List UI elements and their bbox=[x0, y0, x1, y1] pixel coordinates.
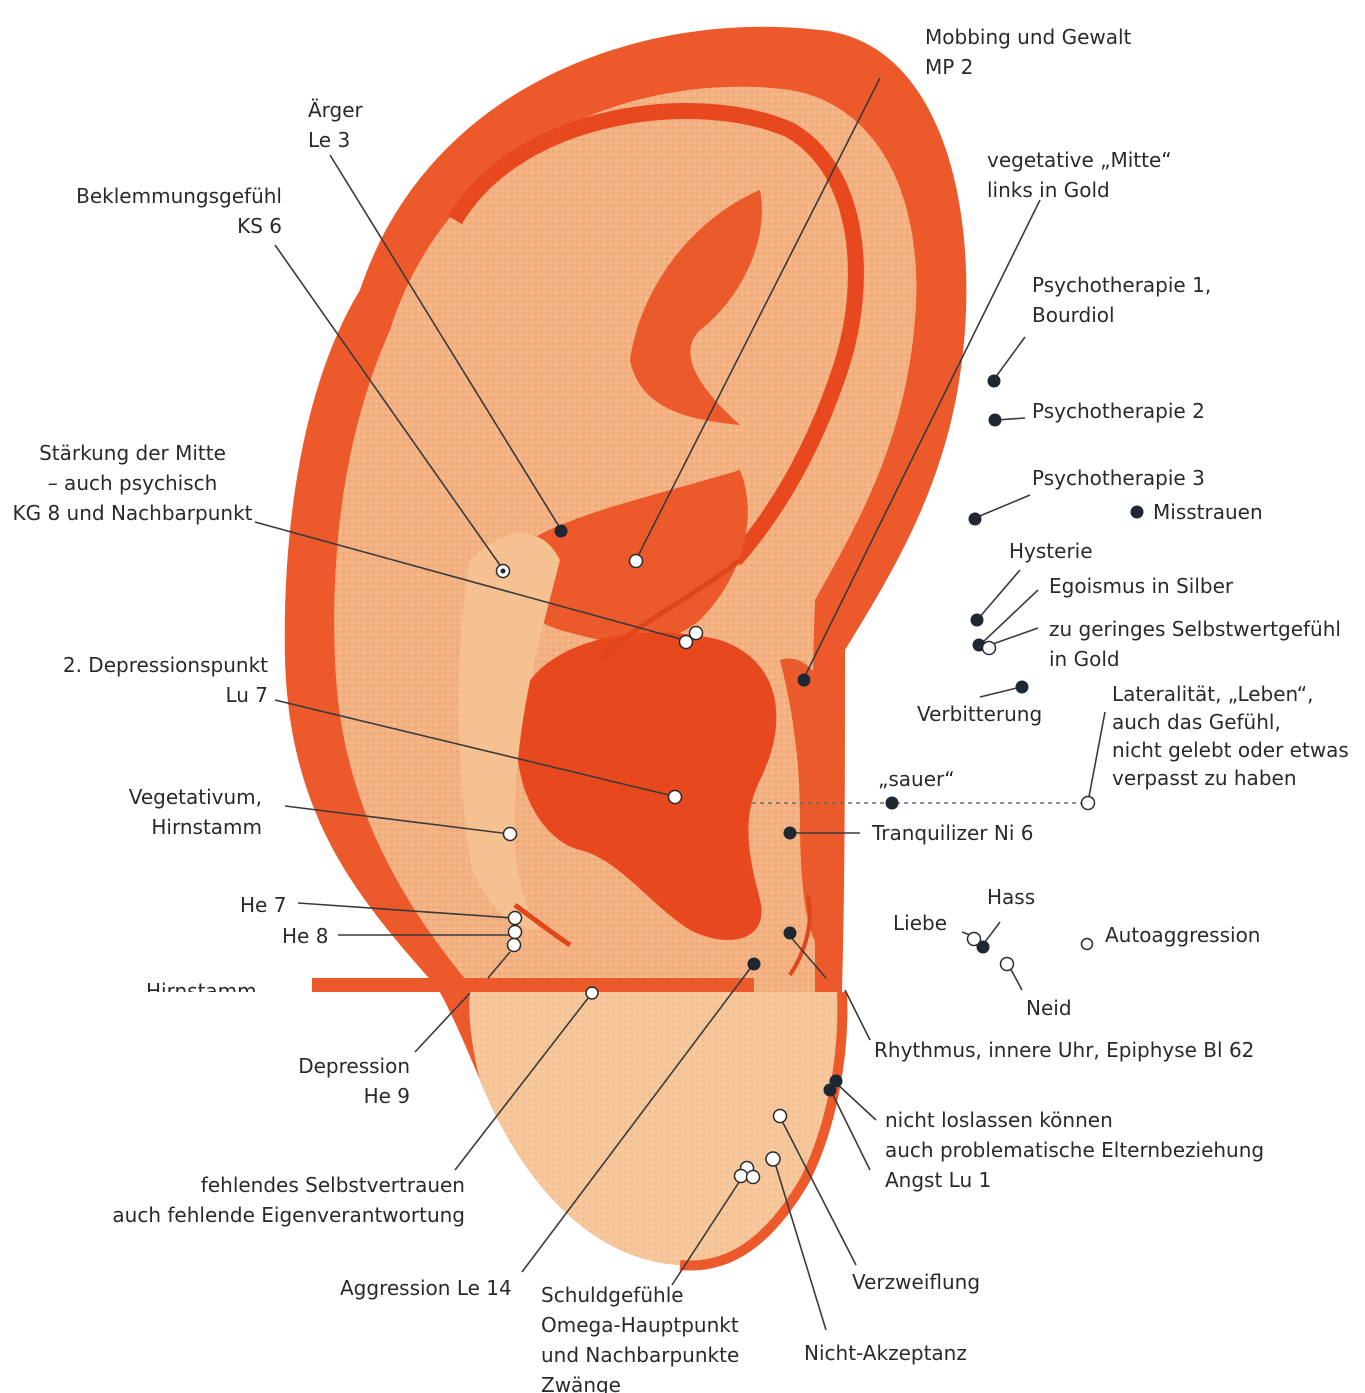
label-psychotherapie-1: Psychotherapie 1,Bourdiol bbox=[1032, 270, 1211, 330]
label-mobbing: Mobbing und GewaltMP 2 bbox=[925, 22, 1131, 82]
point-he8 bbox=[509, 926, 522, 939]
label-verzweiflung: Verzweiflung bbox=[852, 1267, 980, 1297]
point-nicht-akzeptanz bbox=[766, 1152, 780, 1166]
label-lateralitaet: Lateralität, „Leben“,auch das Gefühl,nic… bbox=[1112, 680, 1349, 792]
label-autoaggression: Autoaggression bbox=[1105, 920, 1260, 950]
point-rhythmus bbox=[784, 927, 797, 940]
label-selbstvertrauen: fehlendes Selbstvertrauenauch fehlende E… bbox=[60, 1170, 465, 1230]
point-vegetative-mitte bbox=[798, 674, 811, 687]
point-hirnstamm bbox=[508, 939, 521, 952]
label-psychotherapie-3: Psychotherapie 3 bbox=[1032, 463, 1205, 493]
label-egoismus: Egoismus in Silber bbox=[1049, 571, 1233, 601]
label-aggression: Aggression Le 14 bbox=[340, 1273, 512, 1303]
label-he7: He 7 bbox=[240, 890, 286, 920]
label-rhythmus: Rhythmus, innere Uhr, Epiphyse Bl 62 bbox=[874, 1035, 1254, 1065]
label-staerkung: Stärkung der Mitte– auch psychischKG 8 u… bbox=[10, 438, 255, 528]
point-hysterie bbox=[971, 614, 984, 627]
point-psychotherapie-3 bbox=[969, 513, 982, 526]
point-schuld-2 bbox=[735, 1170, 748, 1183]
point-lateralitaet bbox=[1082, 797, 1095, 810]
label-hass: Hass bbox=[987, 882, 1035, 912]
label-depression-he9: DepressionHe 9 bbox=[240, 1051, 410, 1111]
point-verzweiflung bbox=[774, 1110, 787, 1123]
point-tranquilizer bbox=[784, 827, 797, 840]
label-misstrauen: Misstrauen bbox=[1153, 497, 1263, 527]
label-nicht-akzeptanz: Nicht-Akzeptanz bbox=[804, 1338, 967, 1368]
point-misstrauen bbox=[1131, 506, 1144, 519]
point-psychotherapie-1 bbox=[988, 375, 1001, 388]
label-liebe: Liebe bbox=[893, 908, 947, 938]
point-schuld-3 bbox=[747, 1171, 760, 1184]
label-vegetative-mitte: vegetative „Mitte“links in Gold bbox=[987, 145, 1172, 205]
point-verbitterung bbox=[1016, 681, 1029, 694]
label-beklemmung: BeklemmungsgefühlKS 6 bbox=[40, 181, 282, 241]
label-sauer: „sauer“ bbox=[878, 764, 955, 794]
point-sauer bbox=[886, 797, 899, 810]
point-selbstvertrauen bbox=[586, 987, 598, 999]
label-tranquilizer: Tranquilizer Ni 6 bbox=[872, 818, 1033, 848]
label-verbitterung: Verbitterung bbox=[917, 699, 1042, 729]
point-aggression bbox=[748, 958, 761, 971]
label-hirnstamm: Hirnstamm bbox=[146, 976, 257, 992]
point-vegetativum bbox=[504, 828, 517, 841]
label-he8: He 8 bbox=[282, 921, 328, 951]
label-hirnstamm-clip: Hirnstamm bbox=[140, 976, 270, 992]
cut-line-bar bbox=[312, 978, 754, 992]
point-selbstwert bbox=[983, 642, 996, 655]
point-angst-2 bbox=[824, 1084, 837, 1097]
label-depressionspunkt-2: 2. DepressionspunktLu 7 bbox=[40, 650, 268, 710]
point-staerkung-2 bbox=[690, 627, 703, 640]
point-mobbing bbox=[630, 555, 643, 568]
label-hysterie: Hysterie bbox=[1009, 536, 1093, 566]
point-autoaggression bbox=[1082, 939, 1093, 950]
label-aerger: ÄrgerLe 3 bbox=[308, 95, 363, 155]
label-neid: Neid bbox=[1026, 993, 1072, 1023]
point-depression-lu7 bbox=[669, 791, 682, 804]
point-liebe bbox=[968, 933, 981, 946]
label-selbstwert: zu geringes Selbstwertgefühlin Gold bbox=[1049, 614, 1341, 674]
label-nicht-loslassen: nicht loslassen könnenauch problematisch… bbox=[885, 1105, 1264, 1195]
point-psychotherapie-2 bbox=[989, 414, 1002, 427]
label-psychotherapie-2: Psychotherapie 2 bbox=[1032, 396, 1205, 426]
label-vegetativum: Vegetativum,Hirnstamm bbox=[40, 782, 262, 842]
point-neid bbox=[1001, 958, 1014, 971]
label-schuldgefuehle: SchuldgefühleOmega-Hauptpunktund Nachbar… bbox=[541, 1280, 739, 1393]
point-aerger bbox=[555, 525, 568, 538]
point-he7 bbox=[509, 912, 522, 925]
